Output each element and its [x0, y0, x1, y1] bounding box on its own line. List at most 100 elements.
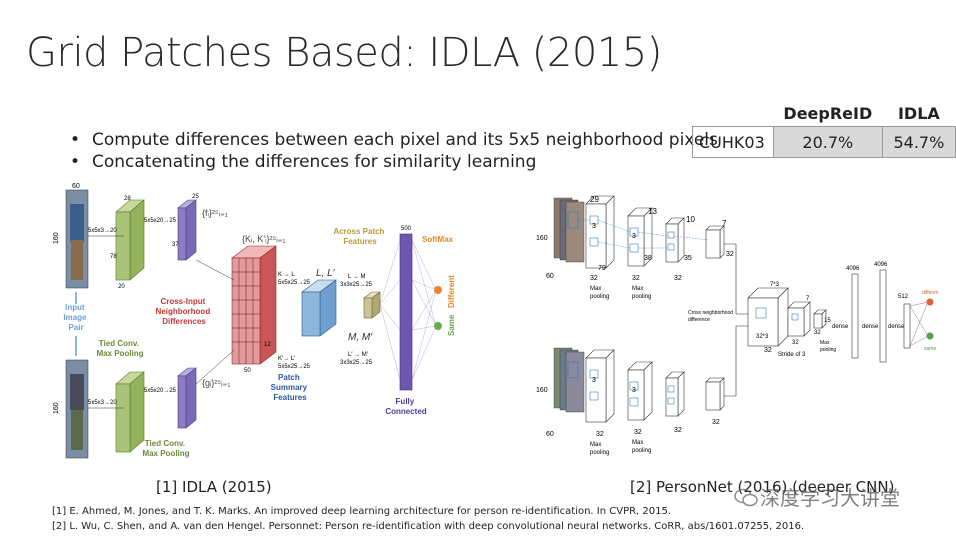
label-160-bottom: 160 [53, 402, 60, 414]
label-12: 12 [264, 342, 271, 348]
tied-conv-top [177, 199, 197, 261]
label-15: 15 [824, 318, 831, 324]
bullet-text: Compute differences between each pixel a… [92, 130, 718, 150]
label-79: 79 [598, 265, 606, 272]
label-4096-b: 4096 [874, 262, 888, 268]
slide-title: Grid Patches Based: IDLA (2015) [26, 30, 662, 76]
label-l-to-m: L → M [348, 274, 365, 280]
label-patch-summary: Patch Summary Features [271, 373, 310, 402]
bullet-list: • Compute differences between each pixel … [70, 130, 718, 174]
label-28-top: 28 [124, 196, 131, 202]
label-differen: differen [922, 290, 939, 296]
label-tied-conv-left: Tied Conv. Max Pooling [96, 339, 143, 358]
personnet-conv-top [585, 195, 725, 269]
label-softmax: SoftMax [422, 235, 454, 244]
label-3a: 3 [592, 223, 596, 230]
label-500: 500 [401, 226, 412, 232]
label-stride: Stride of 3 [778, 352, 806, 358]
output-different-node [434, 286, 442, 294]
label-m-pair: M, M′ [348, 332, 373, 343]
bullet-dot: • [70, 152, 81, 172]
label-60-top: 60 [546, 273, 554, 280]
conv-block-top [115, 199, 145, 281]
label-conv3-b: 3x3x25→25 [340, 360, 373, 366]
label-7x3: 7*3 [770, 282, 780, 288]
table-cell: 20.7% [772, 126, 883, 158]
label-25-top: 25 [192, 194, 199, 200]
output-different-node [926, 298, 934, 306]
label-7b: 7 [806, 296, 810, 302]
input-image-stack-top [553, 197, 585, 263]
label-cross-neighborhood: Cross neighborhood difference [688, 310, 734, 323]
output-same-node [926, 332, 934, 340]
figure-caption-left: [1] IDLA (2015) [156, 478, 272, 496]
label-32d: 32 [674, 275, 682, 282]
tied-conv-bottom [177, 367, 197, 429]
label-tied-conv-bottom: Tied Conv. Max Pooling [142, 439, 189, 458]
label-3d: 3 [632, 387, 636, 394]
label-fully-connected: Fully Connected [385, 397, 426, 416]
label-38: 38 [644, 255, 652, 262]
label-across-patch: Across Patch Features [333, 227, 386, 246]
idla-architecture-diagram: 160 60 160 Input Image Pair Tied Conv. M… [44, 180, 474, 470]
label-different: Different [447, 275, 456, 308]
dense-layer-2 [879, 269, 887, 363]
label-60-top: 60 [72, 183, 80, 190]
dense-layer-1 [851, 273, 859, 359]
label-32b: 32 [590, 275, 598, 282]
reference-item: [1] E. Ahmed, M. Jones, and T. K. Marks.… [52, 506, 672, 517]
label-3b: 3 [632, 233, 636, 240]
label-input-image-pair: Input Image Pair [63, 303, 88, 332]
table-corner [693, 100, 774, 127]
personnet-conv-bottom [585, 349, 725, 423]
label-32g: 32 [674, 427, 682, 434]
across-patch-block [363, 291, 381, 319]
small-conv-block [813, 309, 827, 329]
label-32a: 32 [726, 251, 734, 258]
label-60-bottom: 60 [546, 431, 554, 438]
label-lp-to-mp: L′ → M′ [348, 352, 369, 358]
table-row: CUHK03 20.7% 54.7% [692, 126, 956, 158]
label-35: 35 [684, 255, 692, 262]
label-f-set: {fᵢ}²⁵ᵢ₌₁ [202, 208, 228, 218]
label-32e: 32 [596, 431, 604, 438]
label-dense-3: dense [888, 324, 905, 330]
label-same: same [924, 346, 936, 352]
label-4096-a: 4096 [846, 266, 860, 272]
wechat-logo-icon [734, 488, 758, 507]
label-conv1-top: 5x5x3→20 [88, 228, 117, 234]
label-37-top: 37 [172, 242, 179, 248]
label-7: 7 [722, 219, 727, 228]
table-row-label: CUHK03 [692, 126, 774, 158]
label-cross-input: Cross-Input Neighborhood Differences [156, 297, 213, 326]
label-32i: 32 [764, 347, 772, 354]
bullet-item: •Concatenating the differences for simil… [70, 152, 718, 172]
label-conv2-bottom: 5x5x20→25 [144, 388, 177, 394]
label-conv3: 3x3x25→25 [340, 282, 373, 288]
label-78: 78 [110, 254, 117, 260]
label-dense-2: dense [862, 324, 879, 330]
bullet-dot: • [70, 130, 81, 150]
label-k-set: {Kᵢ, K′ᵢ}²⁵ᵢ₌₁ [242, 234, 285, 244]
label-conv-lp: 5x5x25→25 [278, 364, 311, 370]
label-conv1-bottom: 5x5x3→20 [88, 400, 117, 406]
conv-block-bottom [115, 371, 145, 453]
label-g-set: {gᵢ}²⁵ᵢ₌₁ [202, 378, 230, 388]
label-32c: 32 [632, 275, 640, 282]
label-160-top: 160 [536, 235, 548, 242]
label-160-top: 160 [53, 232, 60, 244]
label-29: 29 [590, 195, 599, 204]
label-kp-to-lp: K′→ L′ [278, 356, 296, 362]
table-header-row: DeepReID IDLA [693, 100, 956, 127]
figure-caption-right: [2] PersonNet (2016) (deeper CNN) [630, 478, 895, 496]
label-3c: 3 [592, 377, 596, 384]
label-50: 50 [244, 368, 251, 374]
watermark: 深度学习大讲堂 [734, 482, 900, 511]
label-160-bottom: 160 [536, 387, 548, 394]
label-conv-l: 5x5x25→25 [278, 280, 311, 286]
fully-connected-layer [399, 233, 413, 391]
